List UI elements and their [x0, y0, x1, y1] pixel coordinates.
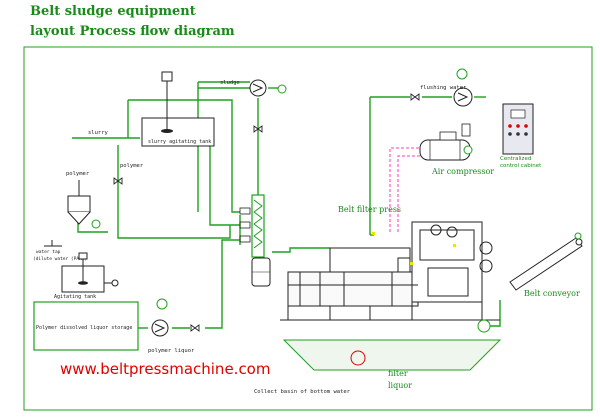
flushing-pump-icon: [453, 87, 473, 107]
polymer-pump-icon: [151, 319, 169, 337]
label-air-compressor: Air compressor: [431, 167, 494, 176]
belt-conveyor-tail-icon: [574, 232, 582, 240]
agitating-tank: [61, 252, 119, 293]
label-belt-conveyor: Belt conveyor: [524, 289, 580, 298]
label-sludge: sludge: [220, 80, 240, 86]
flocculator-column: [239, 194, 271, 287]
diagram-title-line2: layout Process flow diagram: [30, 24, 235, 39]
agitator-motor: [161, 71, 173, 82]
label-collect-basin: Collect basin of bottom water: [254, 389, 351, 395]
belt-conveyor: [509, 232, 583, 291]
diagram-title-line1: Belt sludge equipment: [30, 4, 196, 19]
collect-basin: [282, 339, 502, 371]
sludge-pump-arrow: [252, 83, 264, 93]
water-tap: [44, 240, 62, 247]
label-belt-filter-press: Belt filter press: [338, 205, 401, 214]
air-compressor: [419, 123, 473, 161]
label-agitating-tank: Agitating tank: [54, 294, 96, 300]
label-polymer-liquor: polymer liquor: [148, 348, 195, 354]
pipelines: [72, 81, 501, 329]
polymer-hopper: [67, 180, 101, 229]
label-control-cabinet: Centralized control cabinet: [500, 156, 542, 169]
slurry-agitating-tank: [141, 71, 215, 147]
label-slurry-agitating-tank: slurry agitating tank: [148, 139, 211, 145]
polymer-pump-motor-icon: [156, 298, 168, 310]
diagram-frame: [23, 46, 593, 411]
valve-icon: [253, 125, 263, 133]
air-compressor-motor-icon: [463, 145, 473, 155]
polymer-pump-arrow: [154, 323, 166, 333]
polymer-motor-icon: [91, 219, 101, 229]
website-url[interactable]: www.beltpressmachine.com: [60, 360, 271, 378]
agitating-motor-icon: [111, 279, 119, 287]
sludge-pump-icon: [249, 79, 267, 97]
control-cabinet-label-box: Centralized control cabinet: [500, 156, 542, 169]
filter-liquor-pump-icon: [477, 319, 491, 333]
label-water-tap: water tap: [36, 249, 61, 255]
belt-filter-press-machine: [280, 221, 500, 321]
valve-icon: [113, 177, 123, 185]
flushing-pump-arrow: [457, 92, 469, 102]
label-flushing-water: flushing water: [420, 85, 467, 91]
air-lines: [389, 147, 420, 232]
label-polymer: polymer: [66, 171, 90, 177]
label-dilute-water: (dilute water (PAM)): [33, 256, 87, 262]
valves: [113, 93, 420, 332]
polymer-storage-tank: [33, 301, 139, 351]
label-slurry: slurry: [88, 130, 109, 136]
valve-icon: [410, 93, 420, 101]
label-polymer-storage: Polymer dissolved liquor storage: [36, 325, 132, 331]
basin-outlet-icon: [350, 350, 366, 366]
label-polymer-pipe: polymer: [120, 163, 144, 169]
sludge-pump-motor-icon: [277, 84, 287, 94]
flushing-pump-motor-icon: [456, 68, 468, 80]
agitator-icon: [161, 129, 173, 133]
filter-press-highlights: [372, 232, 456, 265]
valve-icon: [190, 324, 200, 332]
label-filter-liquor-line2: liquor: [388, 381, 412, 390]
control-cabinet: [502, 103, 534, 155]
label-filter-liquor-line1: filter: [388, 369, 408, 378]
